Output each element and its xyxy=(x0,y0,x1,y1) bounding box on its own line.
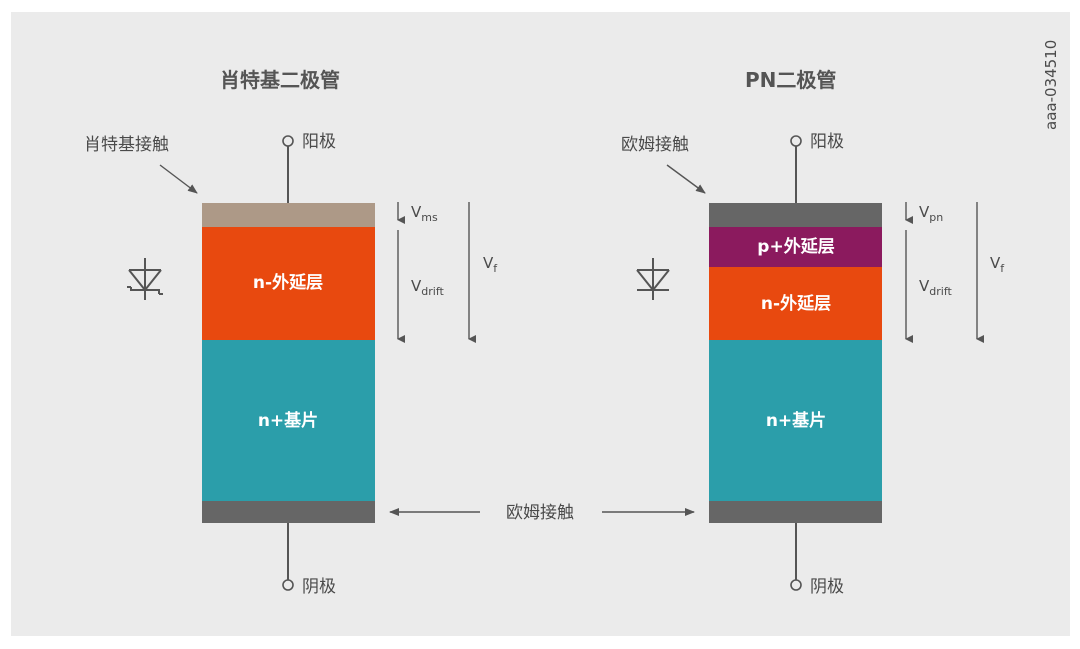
schottky-anode-label: 阳极 xyxy=(302,132,336,152)
schottky-diode-symbol-icon xyxy=(127,258,163,300)
pn-anode-label: 阳极 xyxy=(810,132,844,152)
schottky-cathode-label: 阴极 xyxy=(302,577,336,597)
schottky-substrate-layer xyxy=(202,340,375,501)
schottky-title: 肖特基二极管 xyxy=(220,68,340,92)
pn-p-epi-label: p+外延层 xyxy=(757,236,834,257)
pn-vf-label: Vf xyxy=(990,254,1005,275)
pn-vpn-label: Vpn xyxy=(919,203,943,224)
diagram-panel xyxy=(11,12,1070,636)
schottky-n-epi-label: n-外延层 xyxy=(253,272,323,293)
pn-cathode-terminal xyxy=(790,579,802,591)
pn-n-epi-layer xyxy=(709,267,882,340)
pn-substrate-label: n+基片 xyxy=(766,410,826,431)
schottky-vf-label: Vf xyxy=(483,254,498,275)
schottky-vdrift-label: Vdrift xyxy=(411,277,445,298)
schottky-n-epi-layer xyxy=(202,227,375,340)
pn-vdrift-label: Vdrift xyxy=(919,277,953,298)
pn-contact-label: 欧姆接触 xyxy=(621,135,689,155)
pn-n-epi-label: n-外延层 xyxy=(761,293,831,314)
pn-title: PN二极管 xyxy=(745,68,836,92)
pn-cathode-label: 阴极 xyxy=(810,577,844,597)
bottom-contact-label: 欧姆接触 xyxy=(506,503,574,523)
schottky-anode-terminal xyxy=(282,135,294,147)
schottky-ohmic-bottom-layer xyxy=(202,501,375,523)
doc-id: aaa-034510 xyxy=(1042,40,1060,130)
schottky-contact-label: 肖特基接触 xyxy=(84,135,169,155)
diode-symbol-icon xyxy=(636,258,670,300)
schottky-contact-layer xyxy=(202,203,375,227)
schottky-contact-pointer xyxy=(159,164,198,194)
pn-anode-terminal xyxy=(790,135,802,147)
pn-ohmic-bottom-layer xyxy=(709,501,882,523)
pn-ohmic-top-layer xyxy=(709,203,882,227)
schottky-vms-label: Vms xyxy=(411,203,438,224)
schottky-cathode-terminal xyxy=(282,579,294,591)
pn-substrate-layer xyxy=(709,340,882,501)
schottky-substrate-label: n+基片 xyxy=(258,410,318,431)
pn-p-epi-layer xyxy=(709,227,882,267)
pn-contact-pointer xyxy=(666,164,706,194)
